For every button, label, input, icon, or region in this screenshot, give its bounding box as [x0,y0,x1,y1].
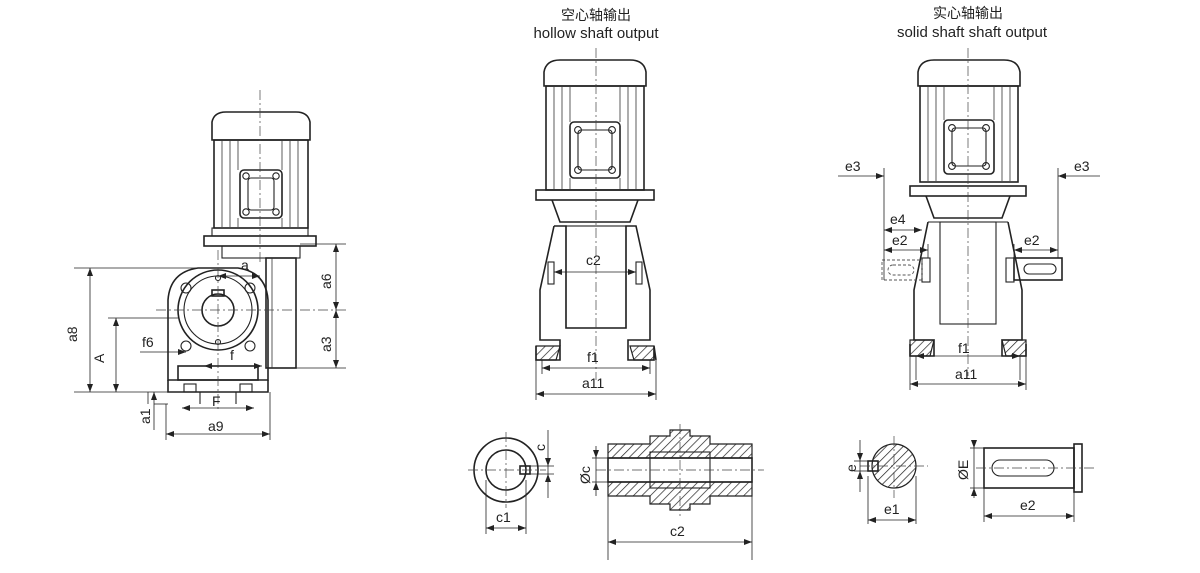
dim-label-a6: a6 [318,273,334,289]
dim-label-a8: a8 [64,326,80,342]
dim-label-a3: a3 [318,336,334,352]
dim-label-f6: f6 [142,334,154,350]
dim-label-a9: a9 [208,418,224,434]
hollow-title-en: hollow shaft output [533,25,659,42]
solid-output-shaft-right [1013,257,1063,281]
dim-label-a1: a1 [137,408,153,424]
dim-label-c1: c1 [496,509,511,525]
dim-label-e3-left: e3 [845,158,861,174]
solid-shaft-end-view: e e1 [843,436,928,524]
dim-label-f1-hollow: f1 [587,349,599,365]
dim-label-c2-detail: c2 [670,523,685,539]
hollow-adaptor [551,199,639,223]
solid-motor-fan-cover [917,59,1021,87]
solid-title-cn: 实心轴输出 [933,6,1003,22]
solid-output-shaft-left-optional [881,259,923,281]
side-motor-fan-cover [211,111,311,141]
solid-shaft-view: 实心轴输出 solid shaft shaft output [838,6,1100,390]
hollow-motor-body [545,85,645,191]
solid-shaft-side-view: ØE e2 [955,440,1096,522]
dim-label-a11-hollow: a11 [582,375,605,391]
dim-label-F: F [212,393,221,409]
hollow-bore-end-view: c c1 [468,430,554,534]
hollow-motor-fan-cover [543,59,647,87]
side-view [156,90,346,410]
solid-title-en: solid shaft shaft output [897,24,1048,41]
dim-label-a: a [241,257,249,273]
hollow-view-dimensions: c2 f1 a11 [535,252,657,400]
dim-label-e1: e1 [884,501,900,517]
dim-label-e2-left: e2 [892,232,908,248]
dim-label-e3-right: e3 [1074,158,1090,174]
dim-label-phi-c: Øc [577,466,593,484]
dim-label-phi-E: ØE [955,460,971,480]
hollow-shaft-view: 空心轴输出 hollow shaft output [533,8,659,400]
dim-label-e: e [843,464,859,472]
dim-label-c2-front: c2 [586,252,601,268]
dim-label-A: A [91,353,107,363]
dim-label-c: c [532,444,548,451]
dim-label-f1-solid: f1 [958,340,970,356]
solid-terminal-box [943,119,995,175]
dim-label-f: f [230,347,234,363]
dim-label-a11-solid: a11 [955,366,978,382]
solid-motor-body [919,85,1019,183]
hollow-terminal-box [569,121,621,179]
side-view-dimensions: a a6 a8 A f6 f a3 a1 F a9 [64,243,346,440]
solid-view-dimensions: e3 e3 e4 e2 e2 f1 a11 [838,158,1100,390]
hollow-flange [535,189,655,201]
side-motor-body [213,139,309,229]
hollow-title-cn: 空心轴输出 [561,8,631,24]
hollow-shaft-section: Øc c2 [577,424,764,560]
dim-label-e2-right: e2 [1024,232,1040,248]
dim-label-e2-detail: e2 [1020,497,1036,513]
side-input-housing [265,257,297,369]
side-terminal-box [239,169,283,219]
dim-label-e4: e4 [890,211,906,227]
